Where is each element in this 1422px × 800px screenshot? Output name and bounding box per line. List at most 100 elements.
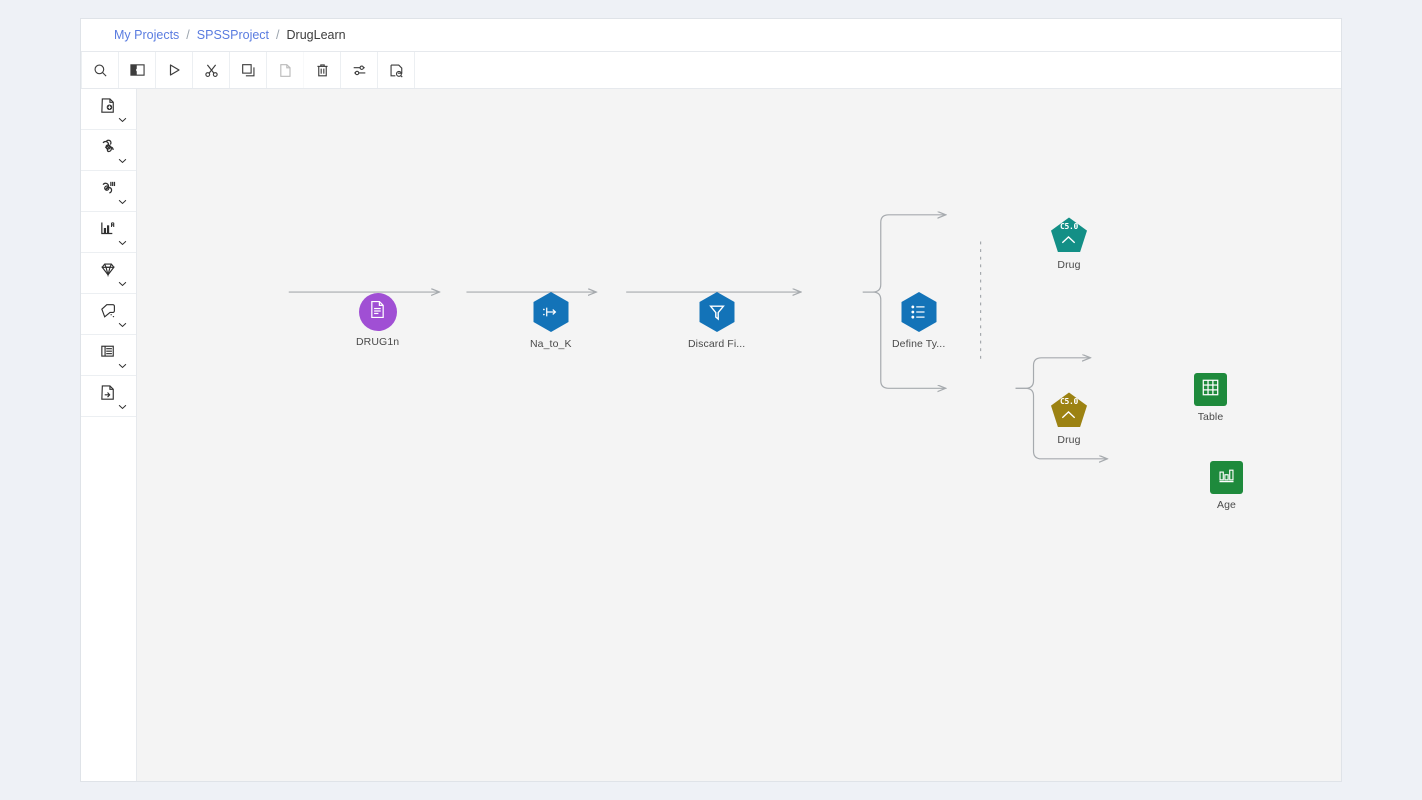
sliders-icon bbox=[352, 63, 367, 78]
pentagon-shape bbox=[1051, 392, 1087, 427]
export-node-icon bbox=[99, 384, 118, 408]
sidebar-item-graphs[interactable] bbox=[81, 212, 136, 253]
table-grid-icon bbox=[1201, 378, 1220, 402]
node-glyph bbox=[532, 291, 570, 333]
link-nugget-to-table bbox=[1015, 358, 1091, 389]
pentagon-shape bbox=[1051, 217, 1087, 252]
copy-button[interactable] bbox=[230, 52, 267, 88]
sidebar-item-import[interactable] bbox=[81, 89, 136, 130]
hexagon-shape bbox=[699, 292, 735, 332]
breadcrumb-item-druglearn: DrugLearn bbox=[286, 28, 346, 42]
sidebar-item-text-analytics[interactable] bbox=[81, 294, 136, 335]
process-hexagon bbox=[698, 291, 736, 333]
flow-node-na-to-k[interactable]: Na_to_K bbox=[530, 291, 572, 350]
node-glyph bbox=[1210, 461, 1243, 494]
model-badge: C5.0 bbox=[1059, 221, 1079, 248]
graphs-icon bbox=[99, 220, 118, 244]
trash-icon bbox=[315, 63, 330, 78]
output-square bbox=[1194, 373, 1227, 406]
chevron-down-icon bbox=[118, 281, 127, 287]
sidebar-item-export[interactable] bbox=[81, 376, 136, 417]
node-palette bbox=[81, 89, 137, 781]
chevron-down-icon bbox=[118, 322, 127, 328]
model-algorithm-label: C5.0 bbox=[1059, 221, 1079, 231]
chevron-down-icon bbox=[118, 363, 127, 369]
derive-icon bbox=[542, 305, 559, 319]
flow-node-label: Define Ty... bbox=[892, 338, 946, 350]
flow-node-label: Age bbox=[1217, 499, 1236, 511]
flow-node-discard-fields[interactable]: Discard Fi... bbox=[688, 291, 745, 350]
node-glyph bbox=[1194, 373, 1227, 406]
filter-icon bbox=[708, 304, 725, 321]
breadcrumb: My Projects / SPSSProject / DrugLearn bbox=[81, 19, 1341, 52]
field-ops-icon bbox=[99, 179, 118, 203]
tree-icon bbox=[1061, 407, 1076, 423]
tree-icon bbox=[1061, 232, 1076, 248]
model-pentagon: C5.0 bbox=[1050, 216, 1088, 254]
save-flow-button[interactable] bbox=[378, 52, 415, 88]
flow-node-drug1n[interactable]: DRUG1n bbox=[356, 293, 399, 348]
toolbar bbox=[81, 52, 1341, 89]
zoom-fit-button[interactable] bbox=[119, 52, 156, 88]
text-analytics-icon bbox=[99, 302, 118, 326]
zoom-fit-icon bbox=[129, 63, 145, 77]
flow-node-label: Drug bbox=[1057, 259, 1081, 271]
search-button[interactable] bbox=[81, 52, 119, 88]
flow-node-model-nugget[interactable]: C5.0 Drug bbox=[1050, 391, 1088, 446]
flow-connections bbox=[288, 89, 1341, 781]
record-ops-icon bbox=[99, 138, 118, 162]
import-node-icon bbox=[99, 97, 118, 121]
breadcrumb-item-my-projects[interactable]: My Projects bbox=[114, 28, 180, 42]
delete-button[interactable] bbox=[304, 52, 341, 88]
node-glyph: C5.0 bbox=[1050, 216, 1088, 254]
chevron-down-icon bbox=[118, 158, 127, 164]
paste-button[interactable] bbox=[267, 52, 304, 88]
flow-node-label: Discard Fi... bbox=[688, 338, 746, 350]
run-button[interactable] bbox=[156, 52, 193, 88]
chevron-down-icon bbox=[118, 117, 127, 123]
flow-node-label: Na_to_K bbox=[530, 338, 572, 350]
output-square bbox=[1210, 461, 1243, 494]
node-glyph bbox=[698, 291, 736, 333]
flow-node-c50-model[interactable]: C5.0 Drug bbox=[1050, 216, 1088, 271]
sidebar-item-modeling[interactable] bbox=[81, 253, 136, 294]
flow-node-define-types[interactable]: Define Ty... bbox=[892, 291, 945, 350]
node-glyph bbox=[900, 291, 938, 333]
run-icon bbox=[167, 63, 181, 77]
settings-button[interactable] bbox=[341, 52, 378, 88]
flow-node-age[interactable]: Age bbox=[1210, 461, 1243, 511]
modeling-icon bbox=[99, 261, 118, 285]
node-glyph bbox=[358, 293, 397, 331]
chevron-down-icon bbox=[118, 199, 127, 205]
breadcrumb-item-spssproject[interactable]: SPSSProject bbox=[196, 28, 270, 42]
flow-node-table[interactable]: Table bbox=[1194, 373, 1227, 423]
editor-body: DRUG1n bbox=[81, 89, 1341, 781]
copy-icon bbox=[241, 63, 256, 78]
chevron-down-icon bbox=[118, 404, 127, 410]
flow-node-label: Drug bbox=[1057, 434, 1081, 446]
chevron-down-icon bbox=[118, 240, 127, 246]
link-define-to-c50 bbox=[862, 215, 946, 293]
sidebar-item-field-operations[interactable] bbox=[81, 171, 136, 212]
scissors-icon bbox=[204, 63, 219, 78]
breadcrumb-separator: / bbox=[276, 28, 280, 42]
source-circle bbox=[358, 293, 397, 331]
sidebar-item-record-operations[interactable] bbox=[81, 130, 136, 171]
breadcrumb-separator: / bbox=[186, 28, 190, 42]
histogram-icon bbox=[1217, 466, 1236, 490]
model-badge: C5.0 bbox=[1059, 396, 1079, 423]
sidebar-item-outputs[interactable] bbox=[81, 335, 136, 376]
flow-node-label: DRUG1n bbox=[356, 336, 400, 348]
nugget-pentagon: C5.0 bbox=[1050, 391, 1088, 429]
type-icon bbox=[910, 304, 927, 320]
flow-node-label: Table bbox=[1197, 411, 1224, 423]
cut-button[interactable] bbox=[193, 52, 230, 88]
search-icon bbox=[93, 63, 108, 78]
outputs-icon bbox=[99, 343, 118, 367]
flow-canvas[interactable]: DRUG1n bbox=[137, 89, 1341, 781]
model-algorithm-label: C5.0 bbox=[1059, 396, 1079, 406]
flow-editor-window: My Projects / SPSSProject / DrugLearn bbox=[80, 18, 1342, 782]
process-hexagon bbox=[900, 291, 938, 333]
process-hexagon bbox=[532, 291, 570, 333]
data-file-icon bbox=[369, 300, 386, 324]
